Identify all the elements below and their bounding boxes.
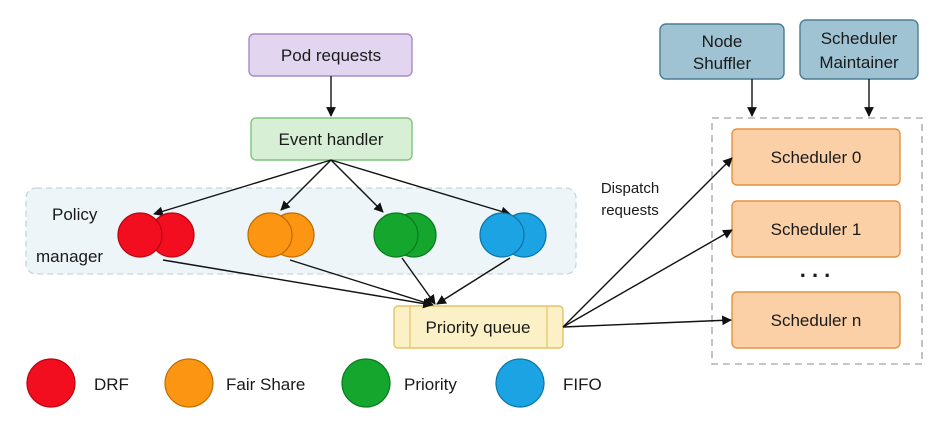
scheduler-0-box [731, 128, 901, 186]
priority-queue-label: Priority queue [426, 318, 531, 337]
dispatch-requests-label: Dispatch [601, 180, 659, 197]
fairshare-policy-circle [247, 212, 293, 258]
legend-fifo-swatch [495, 358, 545, 408]
dispatch-requests-label-2: requests [601, 202, 659, 219]
event-handler-label: Event handler [279, 130, 384, 149]
node-shuffler-label: Node [702, 32, 743, 51]
arrow-drf-to-queue [162, 259, 433, 309]
priority-policy-circle [373, 212, 419, 258]
legend-drf-swatch [26, 358, 76, 408]
arrows [153, 76, 874, 328]
scheduler-maintainer-box [799, 19, 919, 80]
legend-priority-label: Priority [404, 375, 457, 394]
scheduler-1-box [731, 200, 901, 258]
drf-policy-circle [117, 212, 163, 258]
arrow-queue-to-scheduler-0 [562, 157, 733, 328]
legend: DRF Fair Share Priority FIFO [26, 358, 602, 408]
scheduler-0-label: Scheduler 0 [771, 148, 862, 167]
fifo-policy-circle [479, 212, 525, 258]
node-shuffler-label-2: Shuffler [693, 54, 752, 73]
scheduler-ellipsis: . . . [800, 257, 831, 282]
arrow-event-to-drf [153, 159, 332, 217]
legend-fairshare-swatch [164, 358, 214, 408]
arrow-fairshare-to-queue [289, 259, 434, 308]
policy-manager-label-2: manager [36, 247, 103, 266]
policy-circles [117, 212, 547, 258]
arrow-event-to-fifo [330, 159, 511, 217]
arrow-priority-to-queue [401, 257, 436, 305]
legend-fifo-label: FIFO [563, 375, 602, 394]
legend-drf-label: DRF [94, 375, 129, 394]
arrow-event-to-fairshare [280, 159, 332, 211]
arrow-event-to-priority [330, 159, 384, 213]
scheduler-1-label: Scheduler 1 [771, 220, 862, 239]
scheduler-maintainer-label-2: Maintainer [819, 53, 899, 72]
legend-priority-swatch [341, 358, 391, 408]
scheduler-n-label: Scheduler n [771, 311, 862, 330]
arrow-queue-to-scheduler-1 [562, 229, 733, 328]
legend-fairshare-label: Fair Share [226, 375, 305, 394]
arrow-fifo-to-queue [436, 257, 511, 305]
policy-manager-label: Policy [52, 205, 98, 224]
node-shuffler-box [659, 23, 785, 80]
scheduler-maintainer-label: Scheduler [821, 29, 898, 48]
scheduler-n-box [731, 291, 901, 349]
arrow-queue-to-scheduler-n [562, 315, 732, 328]
pod-requests-label: Pod requests [281, 46, 381, 65]
